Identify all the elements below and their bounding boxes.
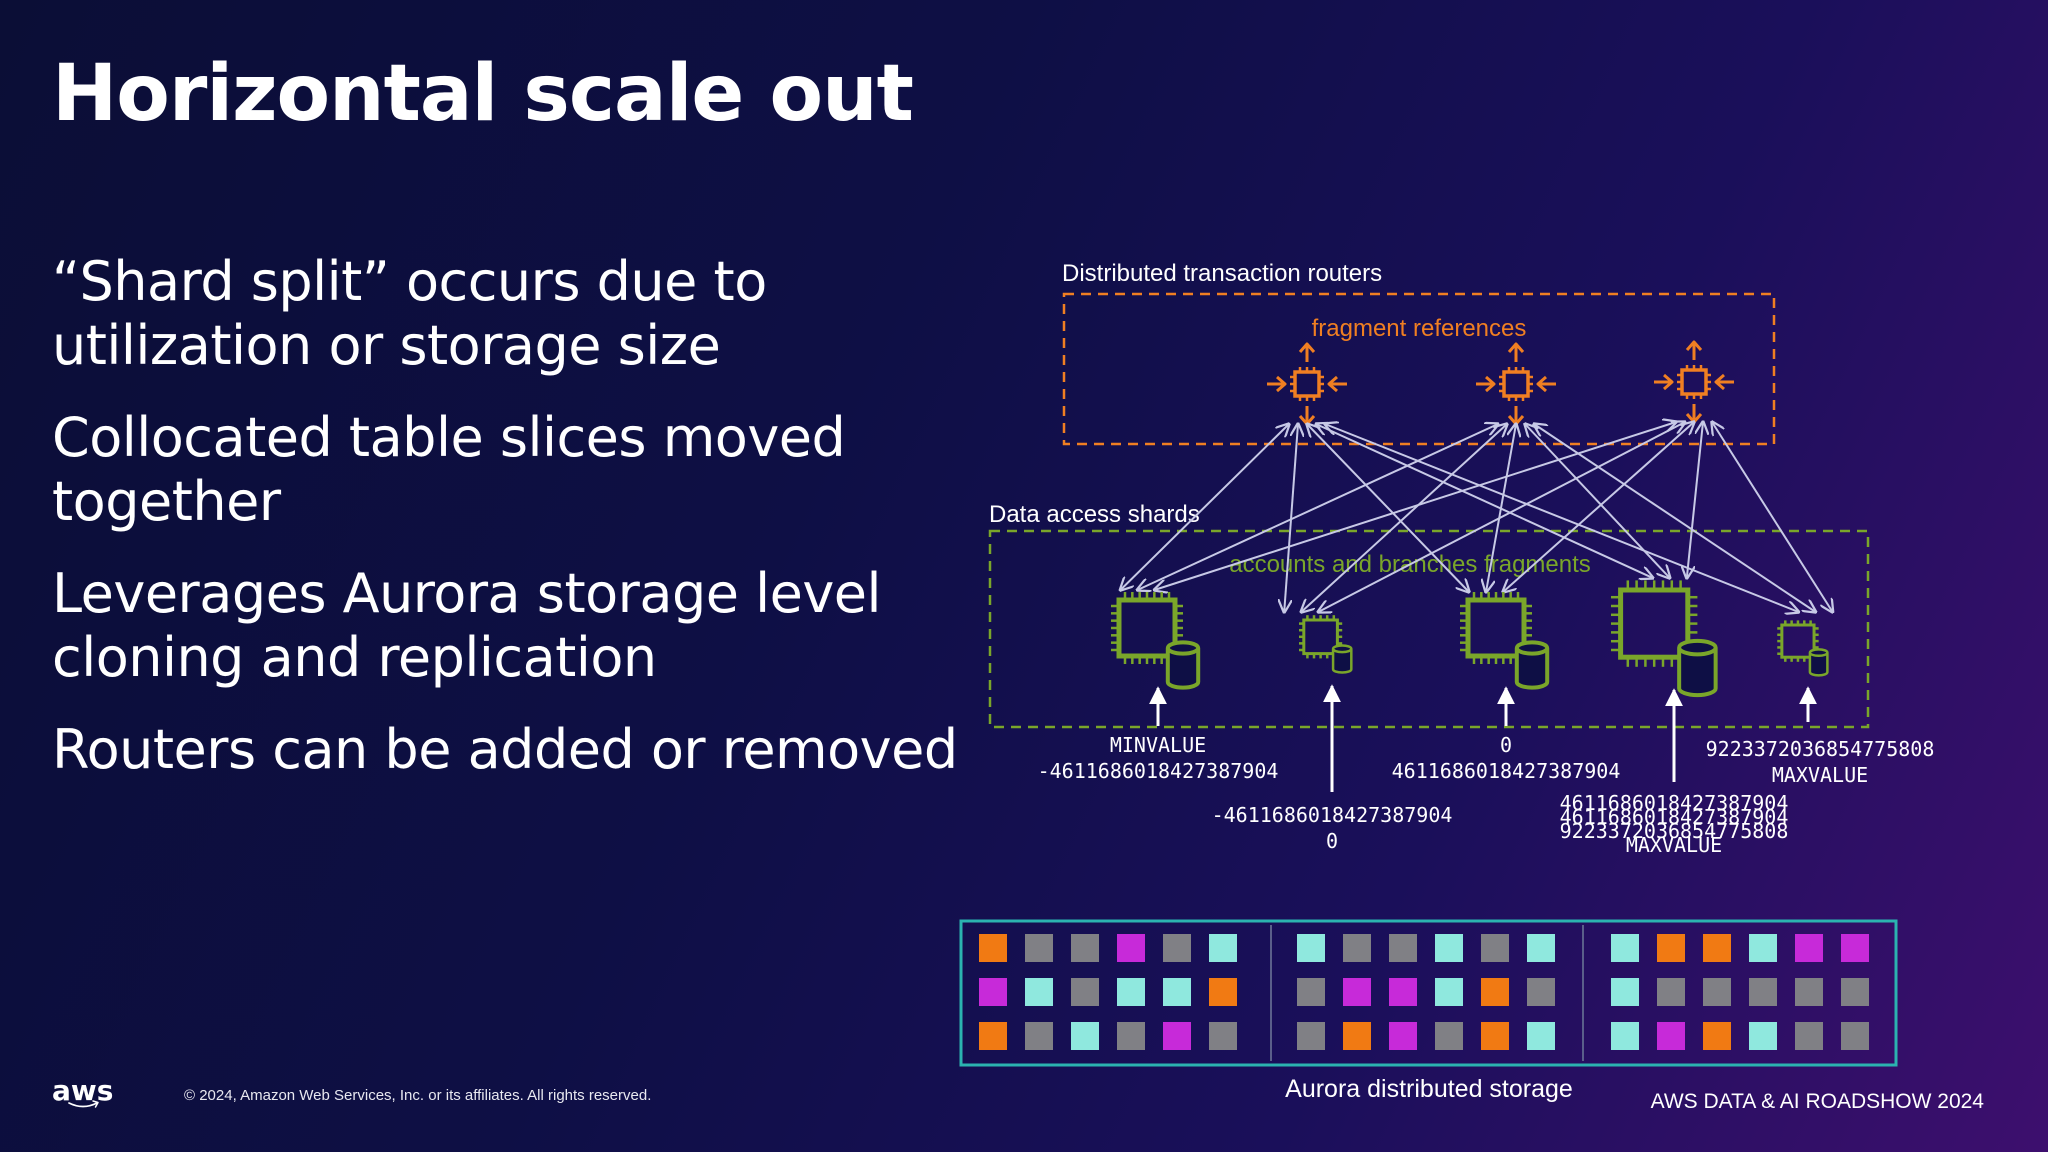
storage-block <box>1749 934 1777 962</box>
shard-range-value: 0 <box>1500 733 1512 757</box>
storage-block <box>1703 978 1731 1006</box>
storage-block <box>1163 934 1191 962</box>
storage-block <box>1657 978 1685 1006</box>
storage-block <box>1435 978 1463 1006</box>
storage-block <box>1343 978 1371 1006</box>
copyright-text: © 2024, Amazon Web Services, Inc. or its… <box>184 1087 652 1104</box>
bullet-list: “Shard split” occurs due to utilization … <box>52 250 982 810</box>
shard-range-value: 4611686018427387904 <box>1560 805 1789 829</box>
storage-block <box>1795 1022 1823 1050</box>
shards-label: Data access shards <box>989 501 1200 528</box>
storage-block <box>1297 934 1325 962</box>
storage-block <box>1841 1022 1869 1050</box>
storage-block <box>979 978 1007 1006</box>
storage-block <box>1841 978 1869 1006</box>
shard-icon <box>1299 615 1353 674</box>
storage-box <box>959 919 1898 1067</box>
storage-block <box>1703 1022 1731 1050</box>
storage-block <box>1297 978 1325 1006</box>
shard-range-value: -4611686018427387904 <box>1038 759 1279 783</box>
bullet-shard-split: “Shard split” occurs due to utilization … <box>52 250 767 377</box>
shard-range-value: 9223372036854775808 <box>1706 737 1935 761</box>
storage-block <box>1209 934 1237 962</box>
storage-block <box>1435 1022 1463 1050</box>
storage-block <box>1435 934 1463 962</box>
shard-icon <box>1777 620 1829 677</box>
bullet-aurora-cloning: Leverages Aurora storage level cloning a… <box>52 562 882 689</box>
storage-block <box>1389 934 1417 962</box>
shard-range-value: 0 <box>1326 829 1338 853</box>
fragment-references-label: fragment references <box>1312 315 1527 342</box>
storage-block <box>1117 1022 1145 1050</box>
event-name: AWS DATA & AI ROADSHOW 2024 <box>1650 1090 1984 1113</box>
router-icon <box>1267 342 1347 426</box>
storage-block <box>1749 978 1777 1006</box>
storage-block <box>1163 1022 1191 1050</box>
storage-block <box>1209 978 1237 1006</box>
storage-block <box>1841 934 1869 962</box>
shard-range-value: 4611686018427387904 <box>1392 759 1621 783</box>
shard-range-value: MAXVALUE <box>1626 833 1722 857</box>
aws-logo: aws <box>52 1074 114 1107</box>
routers-label: Distributed transaction routers <box>1062 260 1382 287</box>
storage-block <box>1071 934 1099 962</box>
storage-block <box>1389 978 1417 1006</box>
storage-block <box>1481 934 1509 962</box>
storage-block <box>979 1022 1007 1050</box>
shard-icon <box>1111 592 1201 690</box>
bullet-routers: Routers can be added or removed <box>52 718 958 781</box>
aws-smile-icon <box>68 1100 99 1108</box>
shard-icon <box>1611 580 1718 698</box>
storage-block <box>1657 1022 1685 1050</box>
storage-block <box>979 934 1007 962</box>
storage-block <box>1611 1022 1639 1050</box>
storage-block <box>1117 978 1145 1006</box>
shard-range-value: -4611686018427387904 <box>1212 803 1453 827</box>
storage-block <box>1297 1022 1325 1050</box>
storage-block <box>1481 1022 1509 1050</box>
storage-block <box>1749 1022 1777 1050</box>
shard-range-value: MAXVALUE <box>1772 763 1868 787</box>
router-shard-arrow <box>1325 424 1799 612</box>
storage-block <box>1657 934 1685 962</box>
storage-block <box>1209 1022 1237 1050</box>
storage-block <box>1117 934 1145 962</box>
storage-block <box>1527 934 1555 962</box>
storage-block <box>1527 978 1555 1006</box>
storage-block <box>1389 1022 1417 1050</box>
router-shard-arrow <box>1687 422 1703 578</box>
storage-block <box>1025 1022 1053 1050</box>
storage-block <box>1481 978 1509 1006</box>
storage-block <box>1527 1022 1555 1050</box>
bullet-collocated-slices: Collocated table slices moved together <box>52 406 846 533</box>
router-shard-arrow <box>1301 424 1507 612</box>
storage-block <box>1343 934 1371 962</box>
storage-block <box>1611 934 1639 962</box>
storage-block <box>1071 978 1099 1006</box>
router-icon <box>1476 342 1556 426</box>
slide-title: Horizontal scale out <box>52 49 914 139</box>
router-shard-arrow <box>1712 422 1833 612</box>
storage-block <box>1611 978 1639 1006</box>
shard-icon <box>1460 592 1550 690</box>
shards-box <box>988 529 1870 729</box>
storage-block <box>1343 1022 1371 1050</box>
shard-range-value: 9223372036854775808 <box>1560 819 1789 843</box>
storage-block <box>1163 978 1191 1006</box>
storage-block <box>1795 934 1823 962</box>
storage-block <box>1025 934 1053 962</box>
shard-range-value: 4611686018427387904 <box>1560 791 1789 815</box>
router-shard-arrow <box>1503 422 1694 592</box>
storage-block <box>1795 978 1823 1006</box>
storage-label: Aurora distributed storage <box>1285 1075 1573 1103</box>
storage-block <box>1703 934 1731 962</box>
storage-block <box>1071 1022 1099 1050</box>
shard-range-value: MINVALUE <box>1110 733 1206 757</box>
storage-block <box>1025 978 1053 1006</box>
router-icon <box>1654 340 1734 424</box>
